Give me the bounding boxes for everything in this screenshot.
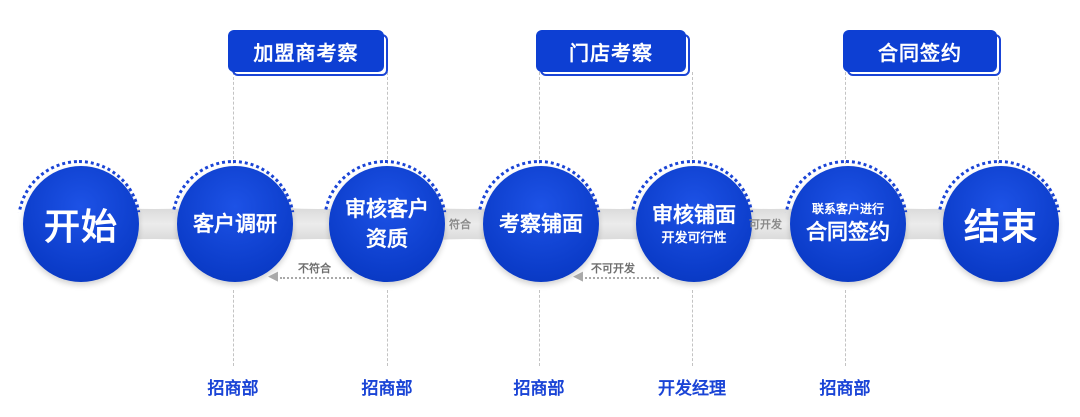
guide-line-4-top [692, 72, 693, 164]
node-review-qualification: 审核客户 资质 [323, 160, 447, 282]
guide-line-5-top [845, 72, 846, 164]
node-label-line-2: 合同签约 [806, 220, 890, 244]
guide-line-6-top [998, 72, 999, 164]
node-start: 开始 [17, 160, 141, 282]
node-label-line-1: 联系客户进行 [811, 202, 884, 216]
department-label-4: 开发经理 [658, 379, 726, 399]
node-label-line-2: 开发可行性 [661, 231, 727, 246]
connector-label-feasible: 可开发 [749, 218, 782, 231]
node-review-storefront: 审核铺面 开发可行性 [630, 160, 754, 282]
node-contract-signing: 联系客户进行 合同签约 [784, 160, 908, 282]
department-label-1: 招商部 [207, 379, 259, 399]
node-label-line-1: 审核客户 [345, 197, 429, 221]
node-label-line-2: 资质 [366, 227, 408, 251]
node-label: 结束 [963, 207, 1038, 248]
department-label-5: 招商部 [819, 379, 871, 399]
phase-banner-label: 门店考察 [536, 30, 686, 72]
node-label: 考察铺面 [499, 212, 583, 236]
node-inspect-storefront: 考察铺面 [477, 160, 601, 282]
guide-line-1-bottom [233, 290, 234, 366]
guide-line-4-bottom [692, 290, 693, 366]
connector-label-pass: 符合 [449, 218, 471, 231]
node-end: 结束 [937, 160, 1061, 282]
back-arrow-not-feasible: ◀ 不可开发 [573, 262, 659, 284]
arrow-left-icon: ◀ [268, 269, 278, 284]
guide-line-2-top [387, 72, 388, 164]
guide-line-3-bottom [539, 290, 540, 366]
guide-line-3-top [539, 72, 540, 164]
arrow-left-icon: ◀ [573, 269, 583, 284]
node-label-line-1: 审核铺面 [652, 203, 736, 227]
guide-line-1-top [233, 72, 234, 164]
guide-line-5-bottom [845, 290, 846, 366]
back-arrow-label: 不符合 [298, 262, 331, 275]
phase-banner-store: 门店考察 [536, 30, 690, 76]
department-label-2: 招商部 [361, 379, 413, 399]
guide-line-2-bottom [387, 290, 388, 366]
phase-banner-contract: 合同签约 [843, 30, 1001, 76]
node-label: 开始 [43, 207, 118, 248]
back-arrow-not-qualified: ◀ 不符合 [268, 262, 352, 284]
phase-banner-label: 加盟商考察 [228, 30, 384, 72]
back-arrow-label: 不可开发 [591, 262, 635, 275]
phase-banner-franchisee: 加盟商考察 [228, 30, 388, 76]
node-customer-research: 客户调研 [171, 160, 295, 282]
node-label: 客户调研 [193, 212, 277, 236]
phase-banner-label: 合同签约 [843, 30, 997, 72]
department-label-3: 招商部 [513, 379, 565, 399]
